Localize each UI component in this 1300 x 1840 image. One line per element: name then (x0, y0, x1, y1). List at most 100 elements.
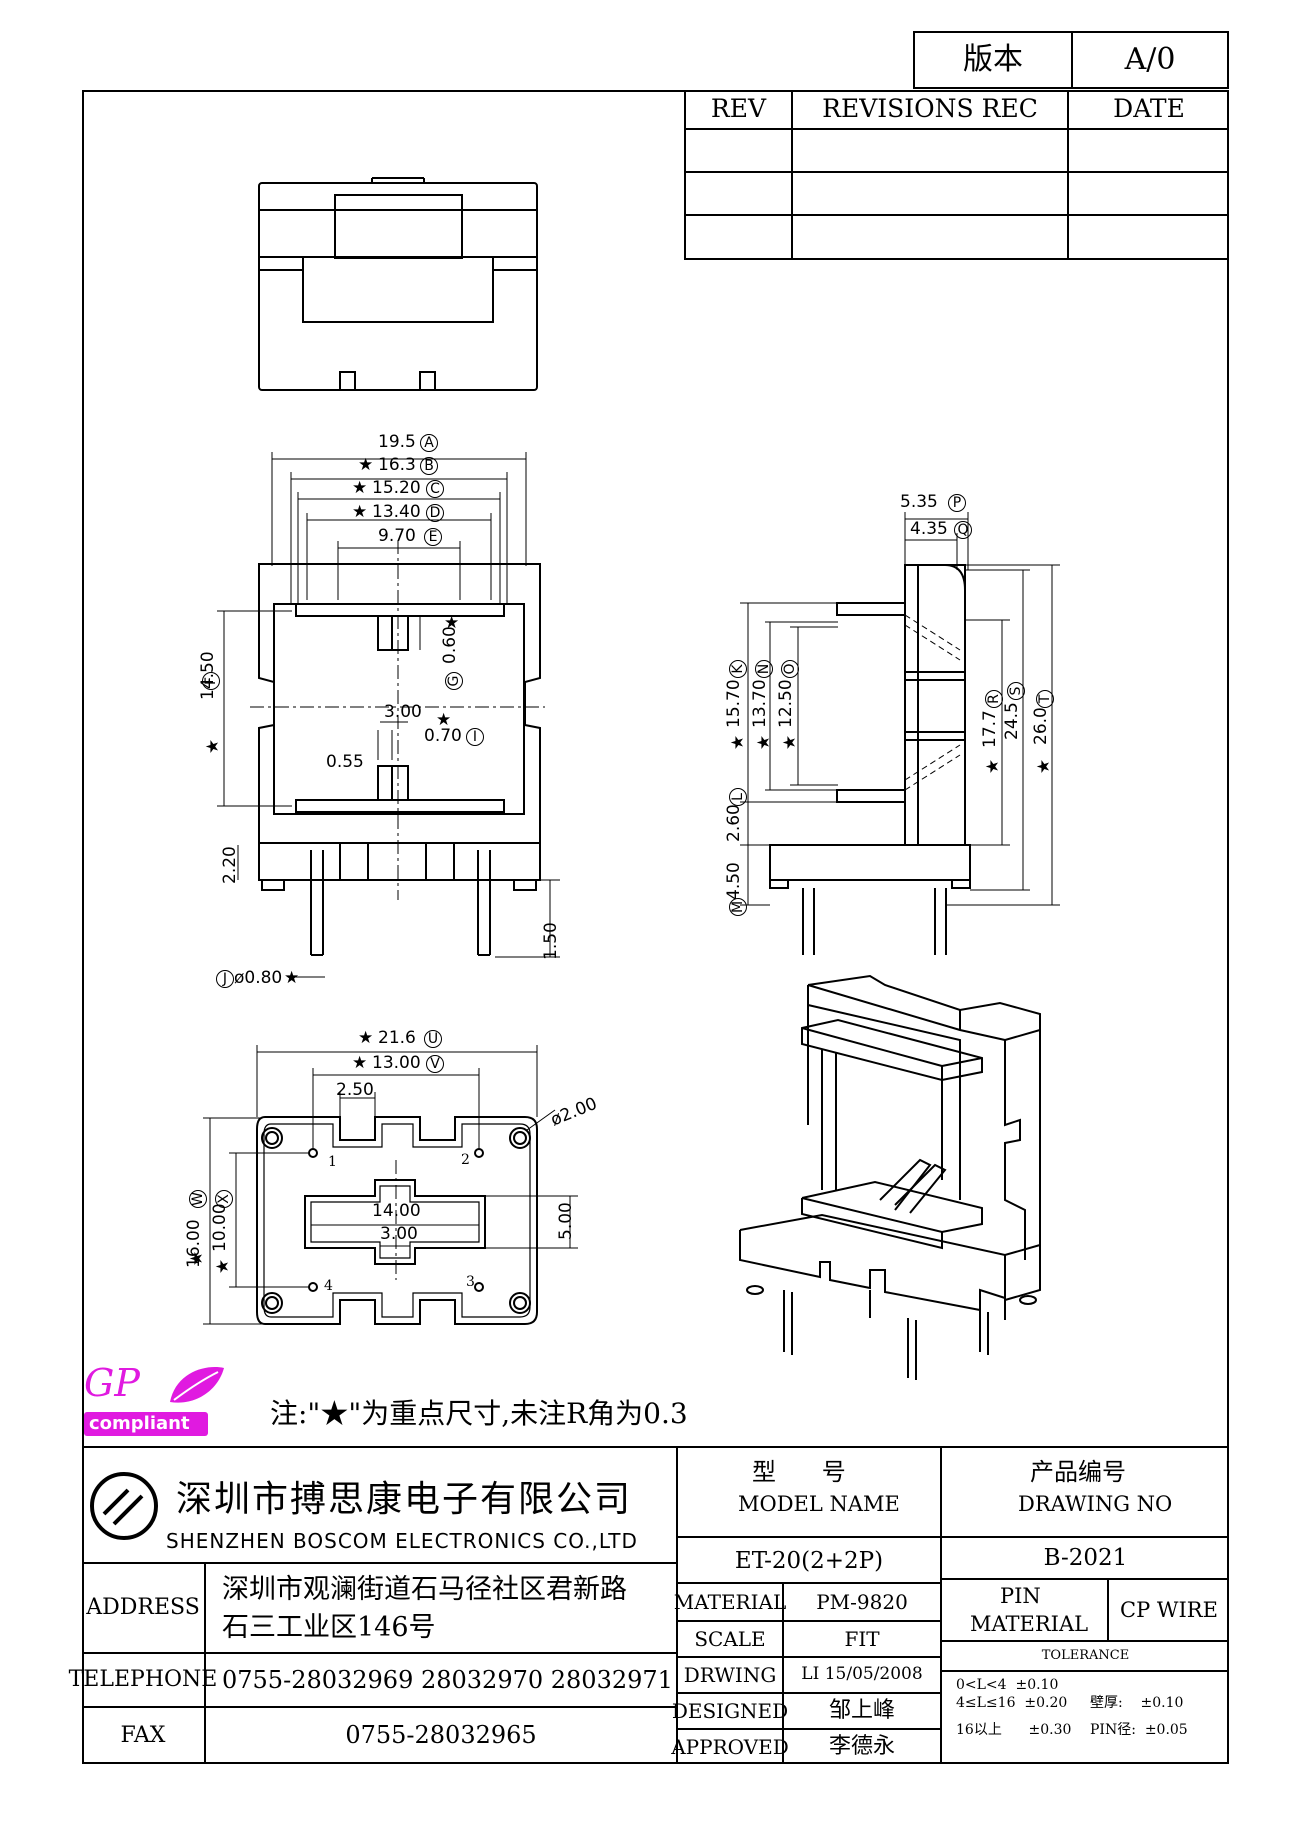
dim-e-value: 9.70 (378, 526, 416, 546)
drawing-value: B-2021 (1043, 1544, 1128, 1571)
tolerance-row1: 0<L<4 ±0.10 (956, 1677, 1059, 1693)
revisions-row (686, 216, 1229, 258)
dim-notch-value: 2.50 (336, 1080, 374, 1100)
scale-label: SCALE (694, 1626, 766, 1651)
drawing-frame (82, 90, 1229, 1764)
pin-number: 4 (324, 1278, 333, 1294)
tolerance-title: TOLERANCE (1041, 1647, 1130, 1663)
revisions-row (686, 173, 1229, 216)
dim-i-value: 0.70 (424, 726, 462, 746)
dim-pin-dia-value: ø0.80 (234, 968, 283, 988)
top-view (258, 177, 538, 391)
dim-pin-tag: J (216, 970, 234, 988)
star-icon: ★ (1034, 758, 1055, 775)
rev-header: REV (686, 90, 793, 130)
leaf-icon (170, 1367, 224, 1403)
bottom-view (203, 1045, 578, 1325)
dim-x-tag: X (215, 1190, 233, 1208)
address-line1: 深圳市观澜街道石马径社区君新路 (222, 1574, 627, 1605)
star-icon: ★ (203, 738, 224, 755)
dim-pin-len-value: 1.50 (541, 922, 561, 960)
dim-s-value: 24.5 (1002, 702, 1022, 740)
dim-l-tag: L (729, 788, 747, 806)
drawing-label-cn: 产品编号 (1030, 1458, 1126, 1486)
drawing-note: 注:"★"为重点尺寸,未注R角为0.3 (270, 1397, 688, 1430)
dim-b-tag: B (420, 457, 438, 475)
dim-q-value: 4.35 (910, 519, 948, 539)
drwing-value: LI 15/05/2008 (801, 1664, 923, 1685)
dim-t-value: 26.0 (1031, 707, 1051, 745)
pin-material-value: CP WIRE (1120, 1597, 1218, 1622)
designed-value: 邹上峰 (828, 1698, 895, 1724)
star-icon: ★ (352, 478, 368, 498)
dim-d-tag: D (426, 504, 444, 522)
star-icon: ★ (780, 734, 801, 751)
dim-d-value: 13.40 (372, 502, 421, 522)
star-icon: ★ (352, 502, 368, 522)
star-icon: ★ (728, 734, 749, 751)
pin-number: 2 (461, 1152, 470, 1168)
dim-u-value: 21.6 (378, 1028, 416, 1048)
version-value: A/0 (1124, 41, 1176, 77)
drawing-label-en: DRAWING NO (1018, 1492, 1173, 1516)
designed-label: DESIGNED (671, 1698, 789, 1723)
star-icon: ★ (444, 613, 460, 633)
dim-w3-value: 3.00 (380, 1224, 418, 1244)
tolerance-row2: 4≤L≤16 ±0.20 (956, 1695, 1068, 1711)
dim-r-tag: R (985, 690, 1003, 708)
compliant-text: compliant (89, 1413, 190, 1434)
approved-label: APPROVED (671, 1734, 789, 1759)
dim-x-value: 10.00 (210, 1203, 230, 1252)
gp-logo-text: GP (84, 1361, 140, 1405)
pin-material-label1: PIN (1000, 1584, 1041, 1608)
star-icon: ★ (213, 1258, 234, 1275)
dim-i-tag: I (466, 728, 484, 746)
dim-foot-value: 2.20 (220, 846, 240, 884)
fax-label: FAX (82, 1708, 206, 1764)
dim-b-value: 16.3 (378, 455, 416, 475)
dim-v-tag: V (426, 1055, 444, 1073)
dim-slot-value: 0.55 (326, 752, 364, 772)
version-box: 版本 A/0 (913, 31, 1229, 89)
dim-n-value: 13.70 (750, 679, 770, 728)
dim-v-value: 13.00 (372, 1053, 421, 1073)
dim-h-value: 3.00 (384, 702, 422, 722)
scale-value: FIT (844, 1626, 880, 1651)
star-icon: ★ (358, 1028, 374, 1048)
dim-o-value: 12.50 (776, 679, 796, 728)
revisions-rec-header: REVISIONS REC (793, 90, 1069, 130)
dim-c-value: 15.20 (372, 478, 421, 498)
dim-g-tag: G (445, 672, 463, 690)
material-value: PM-9820 (816, 1589, 908, 1614)
revisions-table: REV REVISIONS REC DATE (684, 90, 1229, 260)
address-line2: 石三工业区146号 (222, 1612, 436, 1643)
dim-e-tag: E (424, 528, 442, 546)
compliant-bar: compliant (84, 1412, 208, 1436)
gp-compliant-logo: GP compliant (84, 1362, 244, 1442)
dim-n-tag: N (755, 660, 773, 678)
star-icon: ★ (436, 710, 452, 730)
dim-r-value: 17.7 (980, 710, 1000, 748)
tolerance-pin: PIN径: ±0.05 (1090, 1722, 1188, 1738)
company-name-cn: 深圳市搏思康电子有限公司 (176, 1479, 633, 1520)
dim-c-tag: C (426, 480, 444, 498)
revisions-row (686, 130, 1229, 173)
model-label-en: MODEL NAME (738, 1492, 900, 1516)
address-label: ADDRESS (82, 1564, 206, 1652)
telephone-value: 0755-28032969 28032970 28032971 (222, 1666, 673, 1694)
dim-u-tag: U (424, 1030, 442, 1048)
title-block: 深圳市搏思康电子有限公司 SHENZHEN BOSCOM ELECTRONICS… (69, 1446, 1229, 1764)
drwing-label: DRWING (683, 1662, 777, 1687)
pin-material-label2: MATERIAL (970, 1612, 1089, 1636)
company-name-en: SHENZHEN BOSCOM ELECTRONICS CO.,LTD (166, 1529, 638, 1553)
dim-m-value: 4.50 (724, 862, 744, 900)
dim-o-tag: O (781, 660, 799, 678)
dim-t-tag: T (1036, 690, 1054, 708)
star-icon: ★ (754, 734, 775, 751)
star-icon: ★ (358, 455, 374, 475)
fax-value: 0755-28032965 (345, 1721, 537, 1750)
front-view (217, 452, 560, 978)
dim-p-tag: P (948, 494, 966, 512)
dim-a-tag: A (420, 434, 438, 452)
model-label-cn: 型 号 (752, 1458, 846, 1486)
